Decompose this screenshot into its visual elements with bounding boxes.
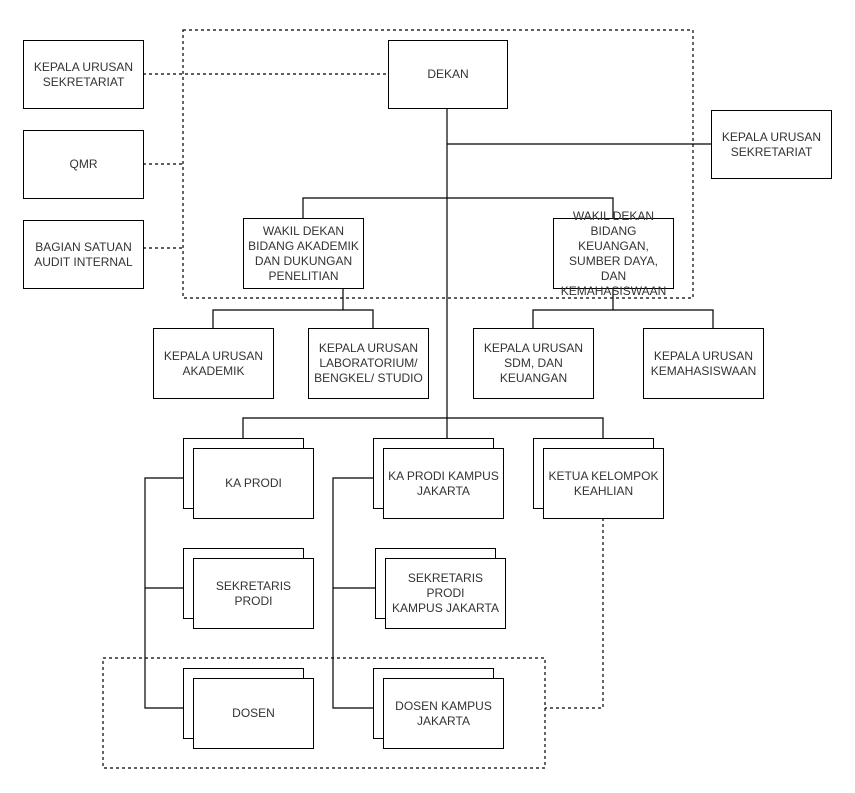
node-sekretaris-prodi: SEKRETARIS PRODI	[193, 558, 314, 629]
node-kepala-urusan-sdm: KEPALA URUSAN SDM, DAN KEUANGAN	[473, 328, 594, 399]
prodi-column-line	[144, 477, 183, 709]
node-wakil-dekan-akademik: WAKIL DEKAN BIDANG AKADEMIK DAN DUKUNGAN…	[243, 218, 364, 289]
node-wakil-dekan-keuangan: WAKIL DEKAN BIDANG KEUANGAN, SUMBER DAYA…	[553, 209, 674, 298]
node-kepala-urusan-kemahasiswaan: KEPALA URUSAN KEMAHASISWAAN	[643, 328, 764, 399]
node-dosen: DOSEN	[193, 678, 314, 749]
node-kepala-urusan-sekretariat-right: KEPALA URUSAN SEKRETARIAT	[711, 110, 832, 179]
jakarta-column-line	[332, 477, 373, 709]
node-ka-prodi: KA PRODI	[193, 448, 314, 519]
wakil-branch	[302, 197, 614, 218]
node-qmr: QMR	[23, 130, 144, 199]
dashed-lines	[102, 29, 694, 769]
node-kepala-urusan-laboratorium: KEPALA URUSAN LABORATORIUM/ BENGKEL/ STU…	[308, 328, 429, 399]
node-kepala-urusan-sekretariat-left: KEPALA URUSAN SEKRETARIAT	[23, 40, 144, 109]
prodi-branch	[242, 417, 604, 438]
node-bagian-satuan-audit-internal: BAGIAN SATUAN AUDIT INTERNAL	[23, 220, 144, 289]
solid-lines	[144, 108, 714, 709]
kelompok-keahlian-to-dosen-link	[545, 518, 604, 709]
node-ka-prodi-kampus-jakarta: KA PRODI KAMPUS JAKARTA	[383, 448, 504, 519]
wakil2-children	[532, 309, 714, 328]
node-dosen-kampus-jakarta: DOSEN KAMPUS JAKARTA	[383, 678, 504, 749]
node-kepala-urusan-akademik: KEPALA URUSAN AKADEMIK	[153, 328, 274, 399]
node-dekan: DEKAN	[388, 40, 508, 109]
wakil1-children	[212, 309, 374, 328]
node-ketua-kelompok-keahlian: KETUA KELOMPOK KEAHLIAN	[543, 448, 664, 519]
node-sekretaris-prodi-kampus-jakarta: SEKRETARIS PRODI KAMPUS JAKARTA	[385, 558, 506, 629]
dean-group-dashed-frame	[182, 29, 694, 299]
